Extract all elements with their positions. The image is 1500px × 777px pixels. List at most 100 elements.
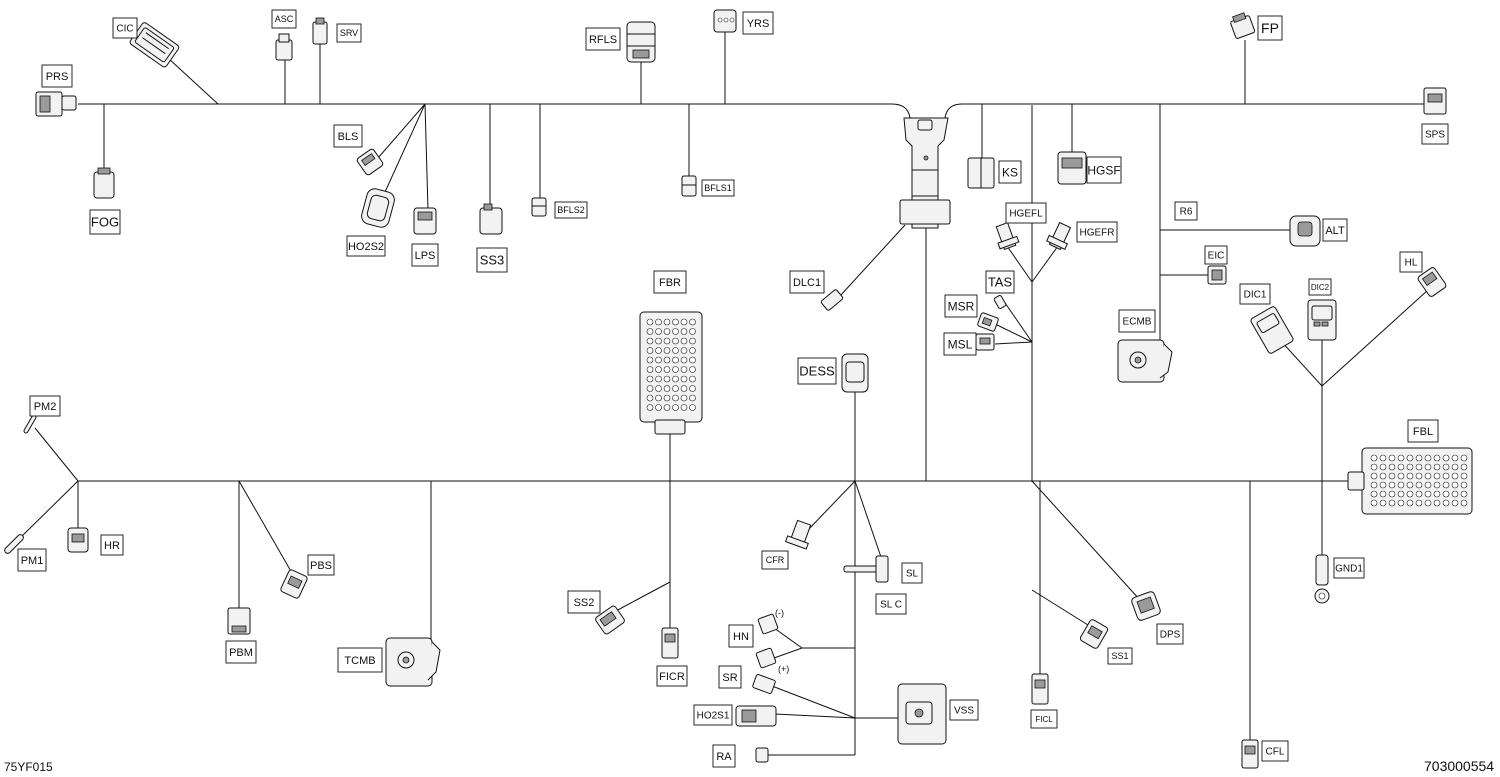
label-hgefr: HGEFR	[1076, 221, 1118, 243]
label-text-slc: SL C	[880, 600, 902, 611]
pbs-connector	[280, 569, 308, 599]
label-text-hgefl: HGEFL	[1009, 209, 1043, 220]
rfls-connector	[626, 21, 656, 63]
label-text-hr: HR	[104, 540, 120, 552]
msl-connector	[975, 333, 995, 351]
label-rfls: RFLS	[585, 27, 621, 51]
sr-connector	[752, 674, 776, 694]
ss2-connector	[595, 605, 625, 635]
label-ho2s1: HO2S1	[693, 704, 733, 726]
label-ecmb: ECMB	[1118, 309, 1156, 333]
label-lps: LPS	[411, 243, 439, 267]
label-hn: HN	[728, 624, 754, 648]
label-msr: MSR	[944, 294, 978, 318]
label-ficl: FICL	[1030, 709, 1058, 729]
ficl-connector	[1031, 673, 1049, 705]
label-text-fbl: FBL	[1413, 426, 1433, 438]
label-text-tcmb: TCMB	[344, 655, 375, 667]
label-text-fp: FP	[1261, 20, 1279, 36]
label-text-dic2: DIC2	[1311, 283, 1330, 292]
fbr-module	[639, 311, 703, 435]
ss3-connector	[479, 203, 503, 235]
pbm-connector	[227, 607, 251, 635]
label-hgefl: HGEFL	[1005, 202, 1047, 224]
fp-connector	[1230, 12, 1256, 39]
fog-connector	[93, 167, 115, 199]
label-bfls1: BFLS1	[701, 179, 735, 197]
label-text-pbs: PBS	[310, 560, 332, 572]
label-text-vss: VSS	[954, 706, 974, 717]
label-cic: CIC	[112, 17, 138, 39]
label-text-lps: LPS	[415, 250, 436, 262]
label-r6: R6	[1174, 201, 1198, 221]
label-text-sps: SPS	[1425, 130, 1445, 141]
hn-minus-connector	[757, 613, 779, 635]
label-text-hgsf: HGSF	[1087, 163, 1120, 177]
label-text-hgefr: HGEFR	[1080, 228, 1115, 239]
label-vss: VSS	[949, 699, 979, 721]
label-text-ss2: SS2	[574, 597, 595, 609]
label-pm1: PM1	[17, 548, 47, 572]
label-msl: MSL	[943, 332, 977, 356]
dlc1-connector	[820, 289, 844, 311]
ks-connector	[967, 157, 995, 189]
label-text-ks: KS	[1002, 165, 1018, 179]
label-text-eic: EIC	[1208, 251, 1225, 262]
cfr-connector	[784, 519, 812, 550]
label-text-dps: DPS	[1160, 630, 1181, 641]
label-text-ecmb: ECMB	[1123, 317, 1152, 328]
drawing-number: 703000554	[1424, 758, 1495, 774]
label-fog: FOG	[89, 209, 121, 235]
label-ss2: SS2	[567, 590, 601, 614]
label-cfl: CFL	[1261, 740, 1289, 762]
label-text-hn: HN	[733, 631, 749, 643]
label-ficr: FICR	[656, 665, 688, 687]
label-bfls2: BFLS2	[554, 201, 588, 219]
label-text-cfr: CFR	[766, 555, 785, 565]
label-text-tas: TAS	[988, 275, 1013, 290]
label-text-alt: ALT	[1325, 225, 1345, 237]
label-hr: HR	[100, 534, 124, 556]
label-dic1: DIC1	[1239, 283, 1271, 305]
label-text-cic: CIC	[116, 24, 133, 35]
label-hl: HL	[1399, 251, 1423, 273]
tas-connector	[993, 295, 1007, 309]
eic-connector	[1207, 265, 1227, 285]
label-text-rfls: RFLS	[589, 34, 617, 46]
hl-connector	[1417, 267, 1447, 297]
dps-connector	[1131, 591, 1161, 621]
label-srv: SRV	[336, 23, 362, 43]
hgefl-connector	[995, 222, 1020, 250]
yrs-connector	[713, 9, 737, 33]
bls-connector	[356, 148, 384, 176]
msr-connector	[977, 312, 999, 332]
label-tas: TAS	[985, 270, 1015, 294]
label-dic2: DIC2	[1308, 278, 1332, 296]
label-text-ss3: SS3	[480, 253, 505, 268]
label-text-ficl: FICL	[1035, 715, 1053, 724]
sl-connector	[843, 555, 889, 583]
alt-connector	[1289, 215, 1321, 247]
label-pbs: PBS	[307, 554, 335, 576]
bfls1-connector	[681, 175, 697, 197]
pm1-connector	[4, 534, 24, 554]
label-text-pbm: PBM	[229, 647, 253, 659]
cfl-connector	[1241, 739, 1259, 769]
label-text-fog: FOG	[91, 215, 119, 230]
label-text-asc: ASC	[275, 14, 294, 24]
label-text-sr: SR	[722, 672, 737, 684]
label-text-yrs: YRS	[747, 18, 770, 30]
label-text-msl: MSL	[948, 337, 973, 351]
connector-shapes	[4, 9, 1473, 769]
hn-minus-annotation: (-)	[775, 608, 784, 618]
ecmb-connector	[1117, 339, 1173, 383]
asc-connector	[275, 33, 293, 61]
label-fbr: FBR	[653, 270, 687, 294]
hn-plus-annotation: (+)	[778, 664, 789, 674]
label-text-srv: SRV	[340, 28, 358, 38]
label-sr: SR	[718, 665, 742, 689]
dic1-connector	[1250, 306, 1294, 354]
label-text-r6: R6	[1180, 207, 1193, 218]
